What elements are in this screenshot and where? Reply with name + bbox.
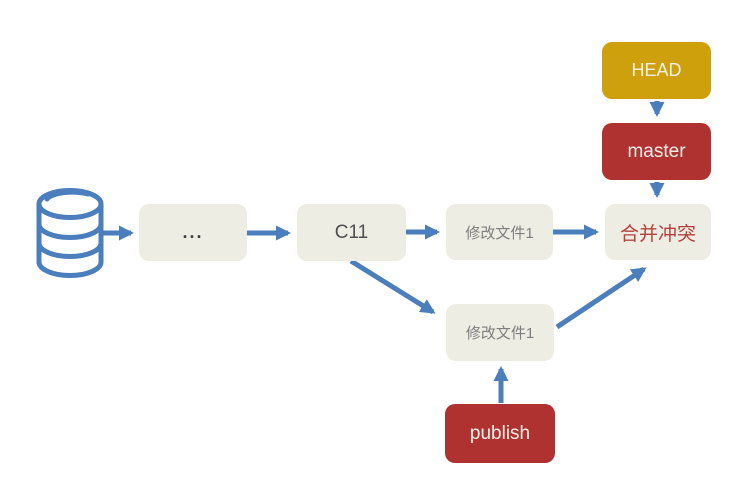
node-head-pointer: HEAD — [602, 42, 711, 99]
node-merge-conflict-label: 合并冲突 — [619, 223, 696, 245]
node-publish-branch-label: publish — [469, 422, 531, 444]
node-merge-conflict: 合并冲突 — [605, 204, 711, 260]
node-commit-c11-label: C11 — [334, 221, 369, 243]
node-modify-file-top: 修改文件1 — [446, 204, 553, 260]
node-modify-file-bottom: 修改文件1 — [446, 304, 554, 361]
node-modify-file-top-label: 修改文件1 — [465, 224, 534, 242]
node-commit-c11: C11 — [297, 204, 406, 261]
node-commit-ellipsis: ... — [139, 204, 247, 261]
node-commit-ellipsis-label: ... — [182, 222, 204, 242]
node-publish-branch: publish — [445, 404, 555, 463]
arrow-modify-bottom-to-conflict — [555, 266, 647, 330]
repository-database-icon — [36, 188, 104, 278]
node-master-branch: master — [602, 123, 711, 180]
node-head-pointer-label: HEAD — [631, 60, 682, 80]
node-modify-file-bottom-label: 修改文件1 — [465, 325, 535, 342]
arrow-c11-to-modify-bottom — [349, 258, 436, 315]
node-master-branch-label: master — [627, 140, 686, 162]
